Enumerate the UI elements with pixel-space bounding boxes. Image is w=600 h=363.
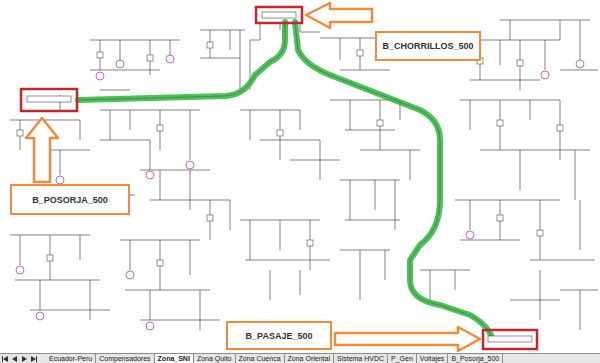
sheet-tab-bar: Ecuador-PeruCompensadoresZona_SNIZona Qu… xyxy=(0,353,600,363)
highlight-frames xyxy=(21,7,537,349)
callout-box: B_CHORRILLOS_500 xyxy=(375,31,481,61)
callout-label: B_PASAJE_500 xyxy=(246,331,313,341)
sheet-tab: Zona Quito xyxy=(194,354,236,363)
sheet-tab: Compensadores xyxy=(96,354,154,363)
sheet-tab: Zona_SNI xyxy=(155,354,194,363)
pointer-arrows xyxy=(26,3,480,351)
sheet-tab: Ecuador-Peru xyxy=(46,354,96,363)
sheet-tab: Voltajes xyxy=(417,354,449,363)
callout-box: B_PASAJE_500 xyxy=(226,321,332,350)
callout-label: B_POSORJA_500 xyxy=(32,195,108,205)
bus-bars xyxy=(27,12,532,342)
sheet-tab: Zona Cuenca xyxy=(236,354,285,363)
sheet-tab: Zona Oriental xyxy=(285,354,334,363)
highlighted-500kv-lines xyxy=(78,22,492,338)
breaker-symbols xyxy=(17,42,563,266)
tab-navigation-buttons xyxy=(0,354,46,363)
callout-label: B_CHORRILLOS_500 xyxy=(382,41,473,51)
network-lines xyxy=(10,20,598,330)
sheet-tab: Sistema HVDC xyxy=(334,354,388,363)
sheet-tab: B_Posorja_500 xyxy=(448,354,503,363)
callout-box: B_POSORJA_500 xyxy=(10,184,130,215)
sheet-tab: P_Gen xyxy=(388,354,417,363)
